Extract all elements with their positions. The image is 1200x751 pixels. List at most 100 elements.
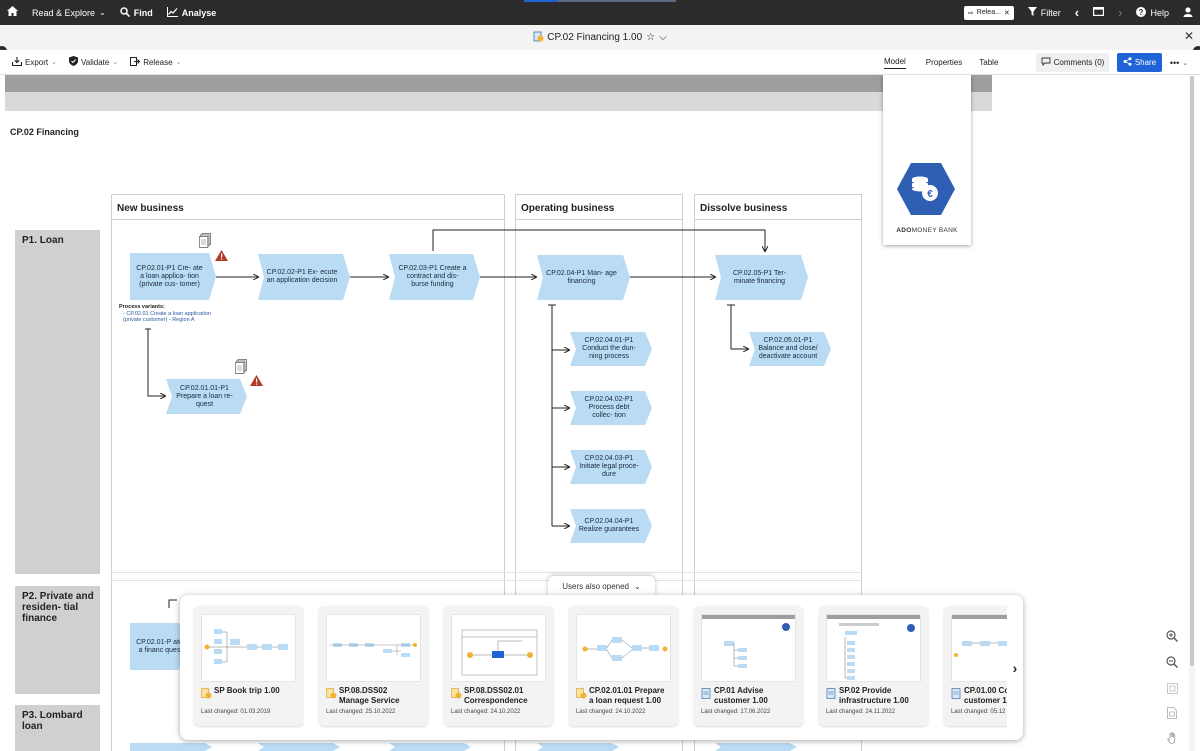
carousel-next-button[interactable]: › [1007, 595, 1023, 740]
view-tabs: Model Properties Table [877, 50, 1005, 75]
chevron-down-icon: ⌄ [634, 581, 641, 591]
process-create-financing-request[interactable]: CP.02.01-P ate a financ ques [130, 623, 186, 670]
process-realize-guarantees[interactable]: CP.02.04.04-P1 Realize guarantees [570, 509, 652, 543]
zoom-in-button[interactable] [1164, 628, 1180, 644]
process-debt-collection[interactable]: CP.02.04.02-P1 Process debt collec- tion [570, 391, 652, 425]
find-button[interactable]: Find [113, 0, 160, 25]
read-explore-label: Read & Explore [32, 7, 96, 18]
export-button[interactable]: Export ⌄ [6, 50, 63, 75]
card-title-line1: CP.01 Advise [714, 686, 764, 695]
card-last-changed: Last changed: 05.12 [951, 709, 1006, 715]
help-button[interactable]: ? Help [1129, 0, 1176, 25]
process-lombard-placeholder-1[interactable] [130, 743, 212, 751]
chevron-down-icon: ⌄ [51, 59, 57, 66]
process-initiate-legal-procedure[interactable]: CP.02.04.03-P1 Initiate legal proce- dur… [570, 450, 652, 484]
zoom-out-button[interactable] [1164, 654, 1180, 670]
home-icon [7, 6, 18, 19]
recent-card-sp-book-trip[interactable]: SP Book trip 1.00 Last changed: 01.03.20… [194, 606, 303, 726]
process-balance-close-account[interactable]: CP.02.05.01-P1 Balance and close/ deacti… [749, 332, 831, 366]
release-button[interactable]: Release ⌄ [124, 50, 187, 75]
card-last-changed: Last changed: 01.03.2019 [201, 709, 271, 715]
warning-icon[interactable] [250, 375, 263, 386]
help-label: Help [1150, 7, 1169, 18]
process-terminate-financing[interactable]: CP.02.05-P1 Ter- minate financing [715, 255, 808, 300]
analyse-label: Analyse [181, 7, 217, 18]
card-title-line2: customer 1 [964, 695, 1007, 705]
close-icon[interactable]: ✕ [1003, 9, 1010, 17]
close-document-icon[interactable]: ✕ [1183, 29, 1194, 43]
scrollbar-thumb[interactable] [1190, 76, 1194, 666]
chevron-right-icon: › [1118, 5, 1123, 20]
comment-icon [1041, 57, 1051, 68]
document-stack-icon[interactable] [235, 359, 247, 374]
vertical-scrollbar[interactable] [1189, 76, 1195, 751]
warning-icon[interactable] [215, 250, 228, 261]
favorite-star-icon[interactable]: ☆ [646, 32, 656, 43]
card-title-line1: SP.08.DSS02.01 [464, 686, 524, 695]
help-icon: ? [1136, 6, 1147, 19]
user-button[interactable] [1176, 0, 1200, 25]
filter-button[interactable]: Filter [1021, 0, 1068, 25]
card-last-changed: Last changed: 24.10.2022 [451, 709, 521, 715]
home-button[interactable] [0, 0, 25, 25]
card-last-changed: Last changed: 24.10.2022 [576, 709, 646, 715]
validate-button[interactable]: Validate ⌄ [63, 50, 124, 75]
forward-button[interactable]: › [1111, 0, 1129, 25]
card-thumbnail [326, 614, 421, 682]
process-lombard-placeholder-3[interactable] [389, 743, 471, 751]
comments-button[interactable]: Comments (0) [1036, 53, 1109, 72]
process-manage-financing[interactable]: CP.02.04-P1 Man- age financing [537, 255, 630, 300]
lane-header-operating-business: Operating business [515, 194, 683, 220]
lane-header-dissolve-business: Dissolve business [694, 194, 862, 220]
process-lombard-placeholder-5[interactable] [715, 743, 797, 751]
fit-screen-icon [1166, 682, 1178, 694]
svg-text:?: ? [1139, 7, 1144, 16]
process-prepare-loan-request[interactable]: CP.02.01.01-P1 Prepare a loan re- quest [166, 379, 247, 414]
canvas-header-band [5, 75, 992, 92]
release-filter-chip[interactable]: ⇨ Relea... ✕ [957, 0, 1021, 25]
more-options-button[interactable]: ••• ⌄ [1165, 53, 1193, 72]
document-stack-icon[interactable] [199, 233, 211, 248]
fit-to-screen-button[interactable] [1164, 680, 1180, 696]
process-lombard-placeholder-4[interactable] [537, 743, 619, 751]
tab-properties[interactable]: Properties [919, 50, 969, 75]
window-button[interactable] [1086, 0, 1111, 25]
pan-hand-button[interactable] [1164, 730, 1180, 746]
tab-table[interactable]: Table [972, 50, 1005, 75]
card-thumbnail [576, 614, 671, 682]
search-icon [120, 6, 130, 19]
chevron-down-icon: ⌄ [1182, 59, 1189, 67]
process-model-icon [201, 688, 212, 699]
process-execute-application-decision[interactable]: CP.02.02-P1 Ex- ecute an application dec… [258, 254, 350, 300]
analyse-button[interactable]: Analyse [160, 0, 224, 25]
comments-label: Comments (0) [1053, 58, 1105, 67]
release-chip-label: Relea... [976, 9, 1001, 16]
filter-icon [1027, 7, 1037, 18]
row-divider [111, 580, 862, 581]
export-image-button[interactable] [1164, 705, 1180, 721]
read-explore-menu[interactable]: Read & Explore ⌄ [25, 0, 113, 25]
share-icon [1123, 57, 1132, 68]
process-create-loan-application[interactable]: CP.02.01-P1 Cre- ate a loan applica- tio… [130, 253, 216, 300]
find-label: Find [133, 7, 153, 18]
process-model-icon [326, 688, 337, 699]
process-lombard-placeholder-2[interactable] [258, 743, 340, 751]
users-also-opened-toggle[interactable]: Users also opened ⌄ [548, 576, 655, 596]
process-variants-title: Process variants: [119, 304, 165, 310]
tab-model[interactable]: Model [877, 50, 913, 75]
process-variant-link[interactable]: - CP.02.01 Create a loan application [123, 310, 211, 317]
share-button[interactable]: Share [1117, 53, 1162, 72]
process-variant-link-cont[interactable]: (private customer) - Region A [123, 317, 195, 323]
process-create-contract[interactable]: CP.02.03-P1 Create a contract and dis- b… [389, 254, 480, 300]
process-conduct-dunning[interactable]: CP.02.04.01-P1 Conduct the dun- ning pro… [570, 332, 652, 366]
title-chevron-down-icon[interactable]: ⌵ [659, 32, 667, 43]
back-button[interactable]: ‹ [1068, 0, 1086, 25]
release-chip[interactable]: ⇨ Relea... ✕ [963, 5, 1014, 20]
